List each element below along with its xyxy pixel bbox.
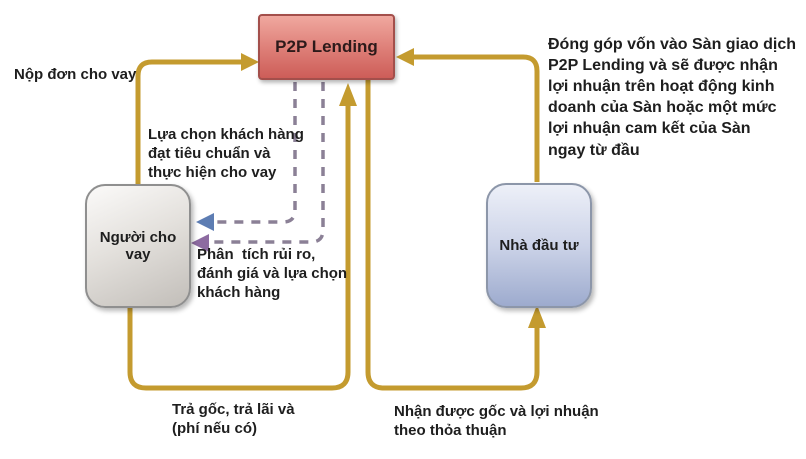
arrow-contribute-head-left-icon xyxy=(396,48,414,66)
node-lender: Người cho vay xyxy=(85,184,191,308)
arrow-apply-line xyxy=(135,59,241,184)
dashed-select-head-left-icon xyxy=(196,213,214,231)
dashed-analyze-head-left-icon xyxy=(191,234,209,252)
arrow-apply-head-right-icon xyxy=(241,53,259,71)
label-risk-analysis: Phân tích rủi ro, đánh giá và lựa chọn k… xyxy=(197,246,348,301)
node-p2p-lending-label: P2P Lending xyxy=(275,37,378,56)
node-investor-label: Nhà đầu tư xyxy=(499,237,579,254)
label-receive-profit: Nhận được gốc và lợi nhuận theo thỏa thu… xyxy=(394,403,599,439)
node-lender-label: Người cho vay xyxy=(99,229,177,263)
arrow-receive-head-up-icon xyxy=(528,305,546,328)
dashed-select-line xyxy=(213,82,297,224)
node-investor: Nhà đầu tư xyxy=(486,183,592,308)
label-contribute-capital: Đóng góp vốn vào Sàn giao dịch P2P Lendi… xyxy=(548,36,797,159)
arrow-repay-line xyxy=(127,104,351,391)
label-select-customers: Lựa chọn khách hàng đạt tiêu chuẩn và th… xyxy=(148,126,304,181)
label-repay-principal: Trả gốc, trả lãi và (phí nếu có) xyxy=(172,401,295,437)
label-apply-loan: Nộp đơn cho vay xyxy=(14,66,137,83)
arrow-contribute-line xyxy=(414,54,540,182)
arrow-receive-line xyxy=(365,80,540,391)
dashed-analyze-line xyxy=(208,82,325,244)
node-p2p-lending: P2P Lending xyxy=(258,14,395,80)
arrow-repay-head-up-icon xyxy=(339,83,357,106)
